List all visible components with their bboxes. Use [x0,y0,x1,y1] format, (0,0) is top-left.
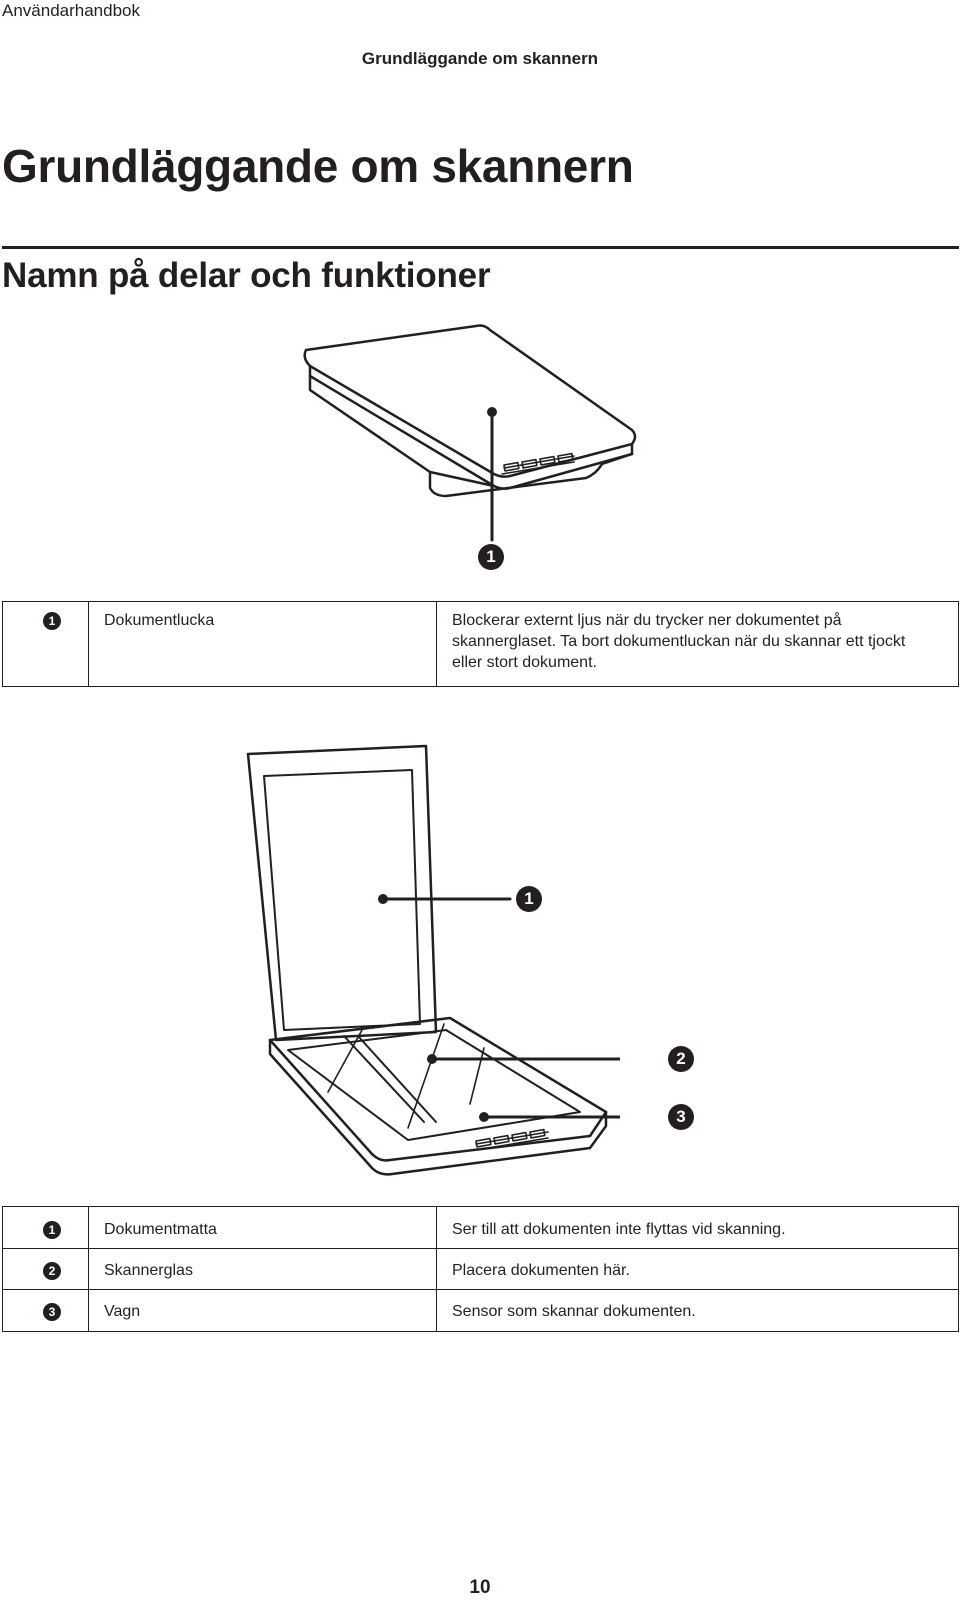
table-row: 3 Vagn Sensor som skannar dokumenten. [2,1289,959,1332]
running-title: Grundläggande om skannern [361,49,599,68]
scanner-parts-table: 1 Dokumentmatta Ser till att dokumenten … [2,1206,959,1332]
chapter-title: Grundläggande om skannern [2,140,634,192]
table-row: 2 Skannerglas Placera dokumenten här. [2,1248,959,1290]
page-number: 10 [469,1577,491,1598]
section-title: Namn på delar och funktioner [2,256,491,295]
part-description: Ser till att dokumenten inte flyttas vid… [436,1206,959,1249]
part-name: Dokumentlucka [88,601,437,687]
part-name: Dokumentmatta [88,1206,437,1249]
lid-parts-table: 1 Dokumentlucka Blockerar externt ljus n… [2,601,959,687]
row-number: 1 [43,1221,61,1239]
callout-1: 1 [478,544,504,570]
part-name: Vagn [88,1289,437,1332]
table-row: 1 Dokumentlucka Blockerar externt ljus n… [2,601,959,687]
part-description: Blockerar externt ljus när du trycker ne… [436,601,959,687]
part-description: Sensor som skannar dokumenten. [436,1289,959,1332]
part-name: Skannerglas [88,1248,437,1290]
row-number: 1 [43,612,61,630]
row-number: 2 [43,1262,61,1280]
scanner-closed-illustration [303,324,637,542]
section-rule [2,246,959,249]
callout-2: 2 [668,1046,694,1072]
part-description: Placera dokumenten här. [436,1248,959,1290]
row-number: 3 [43,1303,61,1321]
manual-label: Användarhandbok [2,1,141,20]
callout-3: 3 [668,1104,694,1130]
callout-1: 1 [516,886,542,912]
table-row: 1 Dokumentmatta Ser till att dokumenten … [2,1206,959,1249]
scanner-open-illustration [246,744,620,1176]
